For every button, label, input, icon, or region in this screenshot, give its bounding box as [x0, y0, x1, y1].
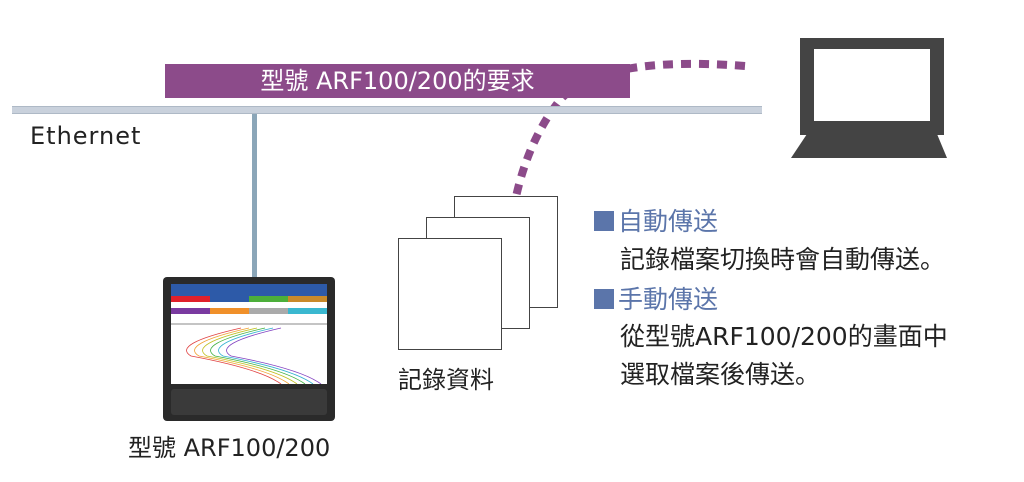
device-keypad — [171, 389, 327, 415]
bullet-square-icon — [594, 289, 614, 309]
feature-heading-auto: 自動傳送 — [594, 202, 718, 238]
device-screen — [171, 284, 327, 384]
heading-text: 手動傳送 — [618, 285, 719, 314]
feature-desc-manual-2: 選取檔案後傳送。 — [620, 360, 821, 389]
request-banner: 型號 ARF100/200的要求 — [165, 64, 630, 98]
heading-text: 自動傳送 — [618, 207, 719, 236]
device-label: 型號 ARF100/200 — [128, 434, 331, 462]
ethernet-label: Ethernet — [30, 122, 142, 150]
documents-label: 記錄資料 — [398, 366, 494, 394]
feature-heading-manual: 手動傳送 — [594, 280, 718, 316]
recorder-device — [163, 277, 335, 421]
feature-desc-manual-1: 從型號ARF100/200的畫面中 — [620, 322, 948, 351]
laptop-icon — [791, 38, 947, 158]
feature-desc-auto: 記錄檔案切換時會自動傳送。 — [620, 245, 946, 274]
document-page — [398, 238, 502, 350]
bullet-square-icon — [594, 211, 614, 231]
device-cable — [252, 114, 257, 282]
ethernet-line — [12, 106, 762, 114]
